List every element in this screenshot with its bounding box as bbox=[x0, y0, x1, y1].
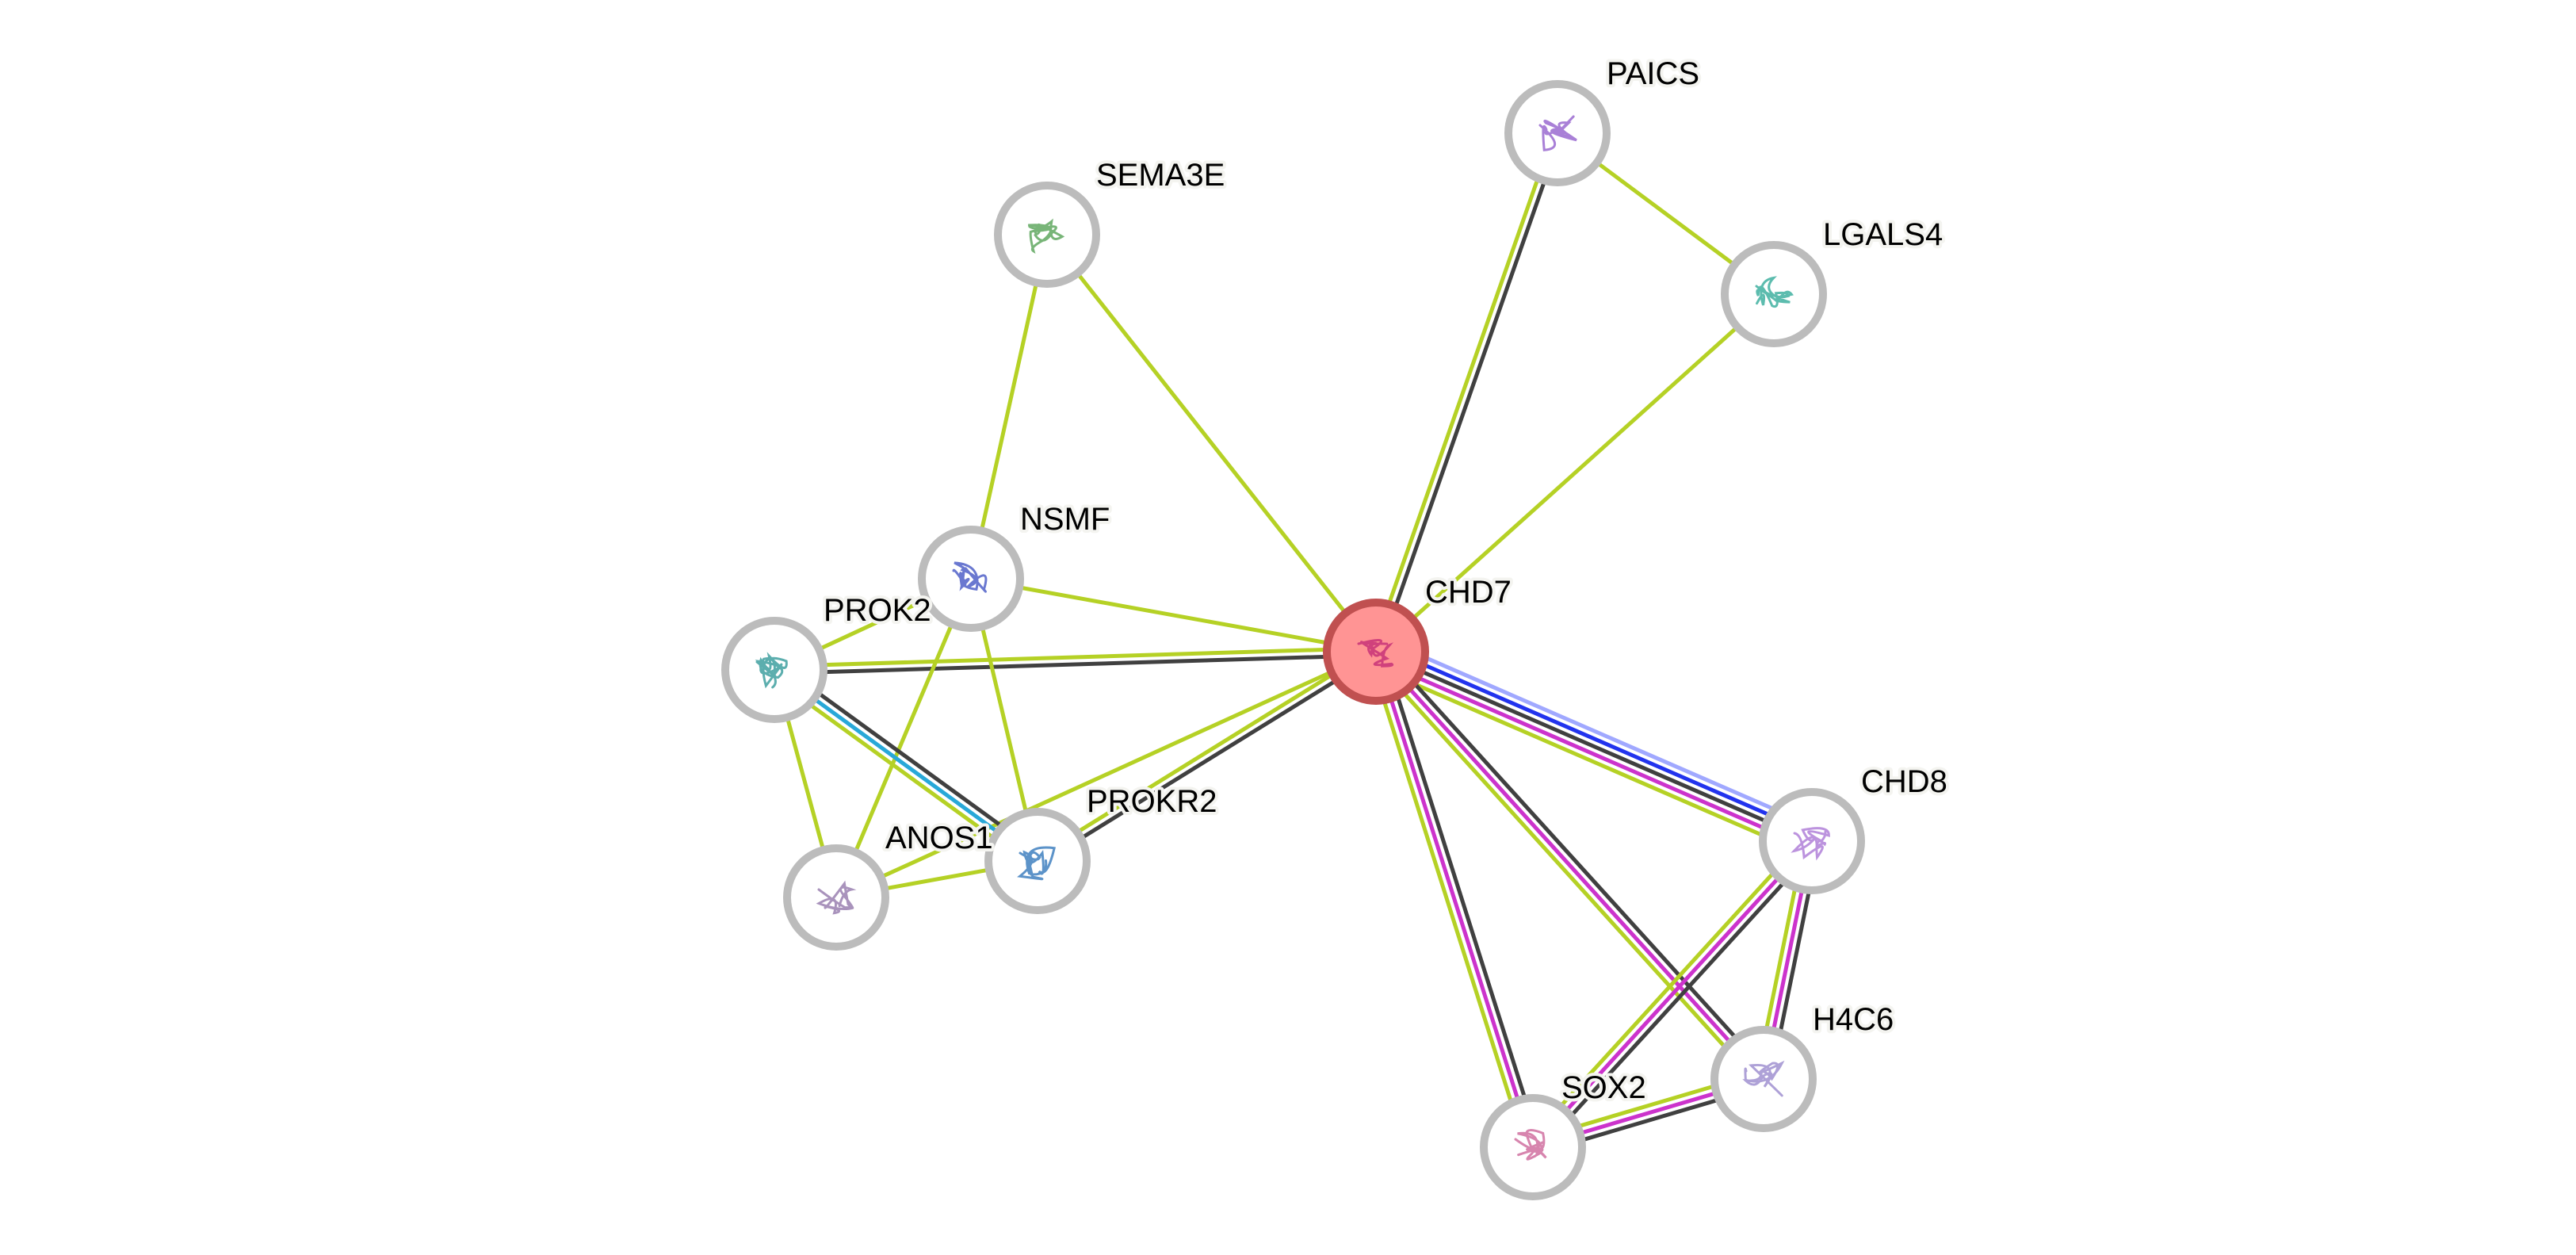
node-chd8[interactable] bbox=[1759, 788, 1865, 894]
edge-line-textmining[interactable] bbox=[1045, 233, 1378, 653]
protein-structure-icon bbox=[1742, 1060, 1785, 1097]
edge-line-coexpression[interactable] bbox=[774, 652, 1377, 675]
edge-line-textmining[interactable] bbox=[769, 674, 1035, 869]
edge-line-coexpression[interactable] bbox=[1379, 645, 1771, 1076]
edge-line-textmining[interactable] bbox=[1374, 293, 1775, 653]
edge-line-database[interactable] bbox=[773, 668, 1039, 863]
protein-structure-icon bbox=[1755, 276, 1794, 308]
node-label-sema3e: SEMA3E bbox=[1096, 158, 1225, 193]
edge-line-textmining[interactable] bbox=[835, 649, 1378, 900]
protein-structure-icon bbox=[1028, 218, 1065, 254]
protein-structure-icon bbox=[1791, 827, 1830, 861]
edge-sema3e-nsmf[interactable] bbox=[969, 234, 1049, 580]
edge-chd7-sema3e[interactable] bbox=[1045, 233, 1378, 653]
edge-line-coexpression[interactable] bbox=[1038, 652, 1379, 866]
edge-line-coexpression[interactable] bbox=[777, 662, 1043, 857]
edge-nsmf-anos1[interactable] bbox=[834, 578, 973, 898]
edge-chd7-prok2[interactable] bbox=[774, 646, 1377, 675]
node-label-nsmf: NSMF bbox=[1020, 502, 1110, 537]
edge-line-textmining[interactable] bbox=[970, 576, 1377, 654]
edge-line-textmining[interactable] bbox=[1370, 131, 1557, 652]
node-nsmf[interactable] bbox=[918, 526, 1024, 632]
node-label-sox2: SOX2 bbox=[1561, 1070, 1646, 1105]
edge-line-coexpression[interactable] bbox=[1381, 649, 1542, 1146]
protein-structure-icon bbox=[1538, 115, 1577, 151]
node-prokr2[interactable] bbox=[984, 808, 1091, 914]
edge-line-textmining[interactable] bbox=[1034, 647, 1375, 860]
node-paics[interactable] bbox=[1504, 80, 1611, 186]
edge-line-experiments[interactable] bbox=[1372, 656, 1810, 850]
edge-line-homology[interactable] bbox=[1378, 643, 1816, 837]
nodes-layer bbox=[721, 80, 1865, 1200]
protein-structure-icon bbox=[1514, 1129, 1547, 1161]
edge-line-experiments[interactable] bbox=[1531, 840, 1814, 1149]
edge-line-experiments[interactable] bbox=[1374, 651, 1535, 1148]
edge-prok2-prokr2[interactable] bbox=[769, 662, 1043, 869]
edges-layer bbox=[769, 131, 1821, 1157]
edge-chd7-paics[interactable] bbox=[1370, 131, 1563, 654]
node-sox2[interactable] bbox=[1480, 1094, 1586, 1200]
node-label-paics: PAICS bbox=[1607, 56, 1699, 91]
protein-structure-icon bbox=[1357, 638, 1394, 668]
edge-line-textmining[interactable] bbox=[969, 234, 1049, 580]
node-label-prokr2: PROKR2 bbox=[1087, 784, 1217, 819]
node-label-chd8: CHD8 bbox=[1861, 764, 1947, 799]
node-circle[interactable] bbox=[918, 526, 1024, 632]
node-circle[interactable] bbox=[783, 844, 889, 951]
node-circle[interactable] bbox=[994, 182, 1100, 288]
protein-structure-icon bbox=[1017, 846, 1056, 881]
edge-chd7-prokr2[interactable] bbox=[1034, 647, 1379, 866]
edge-line-textmining[interactable] bbox=[1367, 652, 1528, 1150]
edge-chd7-nsmf[interactable] bbox=[970, 576, 1377, 654]
node-lgals4[interactable] bbox=[1721, 241, 1827, 347]
edge-line-experiments[interactable] bbox=[1374, 650, 1765, 1081]
node-label-prok2: PROK2 bbox=[824, 593, 931, 628]
edge-line-textmining[interactable] bbox=[774, 646, 1376, 669]
edge-chd7-anos1[interactable] bbox=[835, 649, 1378, 900]
edge-line-coexpression[interactable] bbox=[1536, 844, 1819, 1154]
node-label-chd7: CHD7 bbox=[1425, 575, 1512, 610]
node-anos1[interactable] bbox=[783, 844, 889, 951]
node-chd7[interactable] bbox=[1323, 599, 1429, 705]
node-prok2[interactable] bbox=[721, 617, 827, 723]
node-circle[interactable] bbox=[984, 808, 1091, 914]
edge-chd7-lgals4[interactable] bbox=[1374, 293, 1775, 653]
node-h4c6[interactable] bbox=[1710, 1026, 1817, 1132]
protein-structure-icon bbox=[952, 561, 988, 593]
edge-line-textmining[interactable] bbox=[1526, 835, 1809, 1144]
edge-line-coexpression[interactable] bbox=[1375, 649, 1813, 844]
node-label-h4c6: H4C6 bbox=[1813, 1002, 1894, 1037]
edge-line-textmining[interactable] bbox=[834, 578, 973, 898]
edge-chd8-sox2[interactable] bbox=[1526, 835, 1819, 1154]
node-label-anos1: ANOS1 bbox=[885, 821, 993, 855]
edge-chd7-sox2[interactable] bbox=[1367, 649, 1542, 1150]
edge-line-textmining[interactable] bbox=[1369, 663, 1807, 856]
protein-structure-icon bbox=[816, 880, 857, 915]
edge-chd7-h4c6[interactable] bbox=[1369, 645, 1771, 1085]
node-label-lgals4: LGALS4 bbox=[1823, 217, 1943, 252]
node-sema3e[interactable] bbox=[994, 182, 1100, 288]
edge-line-textmining[interactable] bbox=[1369, 655, 1760, 1085]
edge-chd7-chd8[interactable] bbox=[1369, 637, 1819, 856]
edge-line-homology_light[interactable] bbox=[1381, 637, 1819, 830]
edge-line-coexpression[interactable] bbox=[1377, 133, 1563, 654]
protein-structure-icon bbox=[755, 652, 788, 689]
